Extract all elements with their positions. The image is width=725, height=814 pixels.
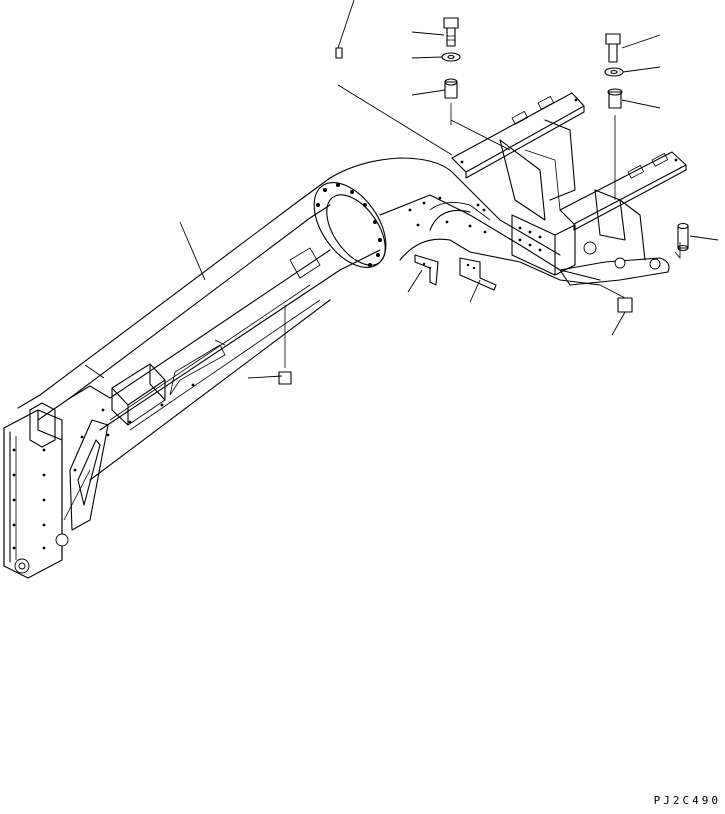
- leader-washer-right: [622, 66, 661, 73]
- link-arm: [559, 257, 670, 286]
- end-plate: [3, 402, 69, 579]
- mounting-box: [511, 214, 597, 276]
- leader-bracket-1: [407, 269, 423, 293]
- leader-bolt-lower: [247, 375, 283, 379]
- bolt-lower-center: [278, 305, 292, 385]
- cylinder-pin-right: [674, 222, 689, 260]
- leader-bushing-left: [411, 89, 446, 96]
- side-gusset: [63, 383, 195, 531]
- leader-bolt-right: [621, 34, 661, 49]
- leader-washer-left: [411, 56, 443, 59]
- leader-pin-to-frame: [337, 84, 453, 156]
- leader-bolt-right-lower: [611, 311, 626, 336]
- leader-cylinder: [689, 235, 719, 241]
- fastener-stack-left: [441, 17, 461, 125]
- bolt-lower-right: [599, 284, 633, 313]
- front-frame-section: [379, 194, 601, 286]
- leader-bushing-to-bracket: [450, 119, 511, 151]
- leader-lines: [84, 0, 719, 379]
- leader-pin: [337, 0, 355, 49]
- leader-bolt-left: [411, 31, 445, 36]
- bushing: [444, 81, 458, 99]
- right-mount-bracket: [559, 151, 687, 261]
- leader-bushing-right: [621, 99, 661, 109]
- bolt-shank: [446, 27, 456, 47]
- washer: [441, 52, 461, 62]
- fastener-stack-right: [604, 33, 624, 200]
- small-brackets: [414, 254, 497, 291]
- leader-end-block: [84, 364, 105, 379]
- rear-frame-boom: [17, 157, 561, 481]
- round-flange: [313, 181, 387, 269]
- pin-top: [335, 47, 343, 59]
- drawing-part-code: PJ2C490: [653, 794, 721, 807]
- cross-member: [111, 363, 166, 426]
- leader-boom: [179, 221, 206, 281]
- bolt-head: [443, 17, 459, 29]
- leader-bracket-2: [469, 279, 481, 303]
- upper-mount-bracket: [451, 92, 585, 221]
